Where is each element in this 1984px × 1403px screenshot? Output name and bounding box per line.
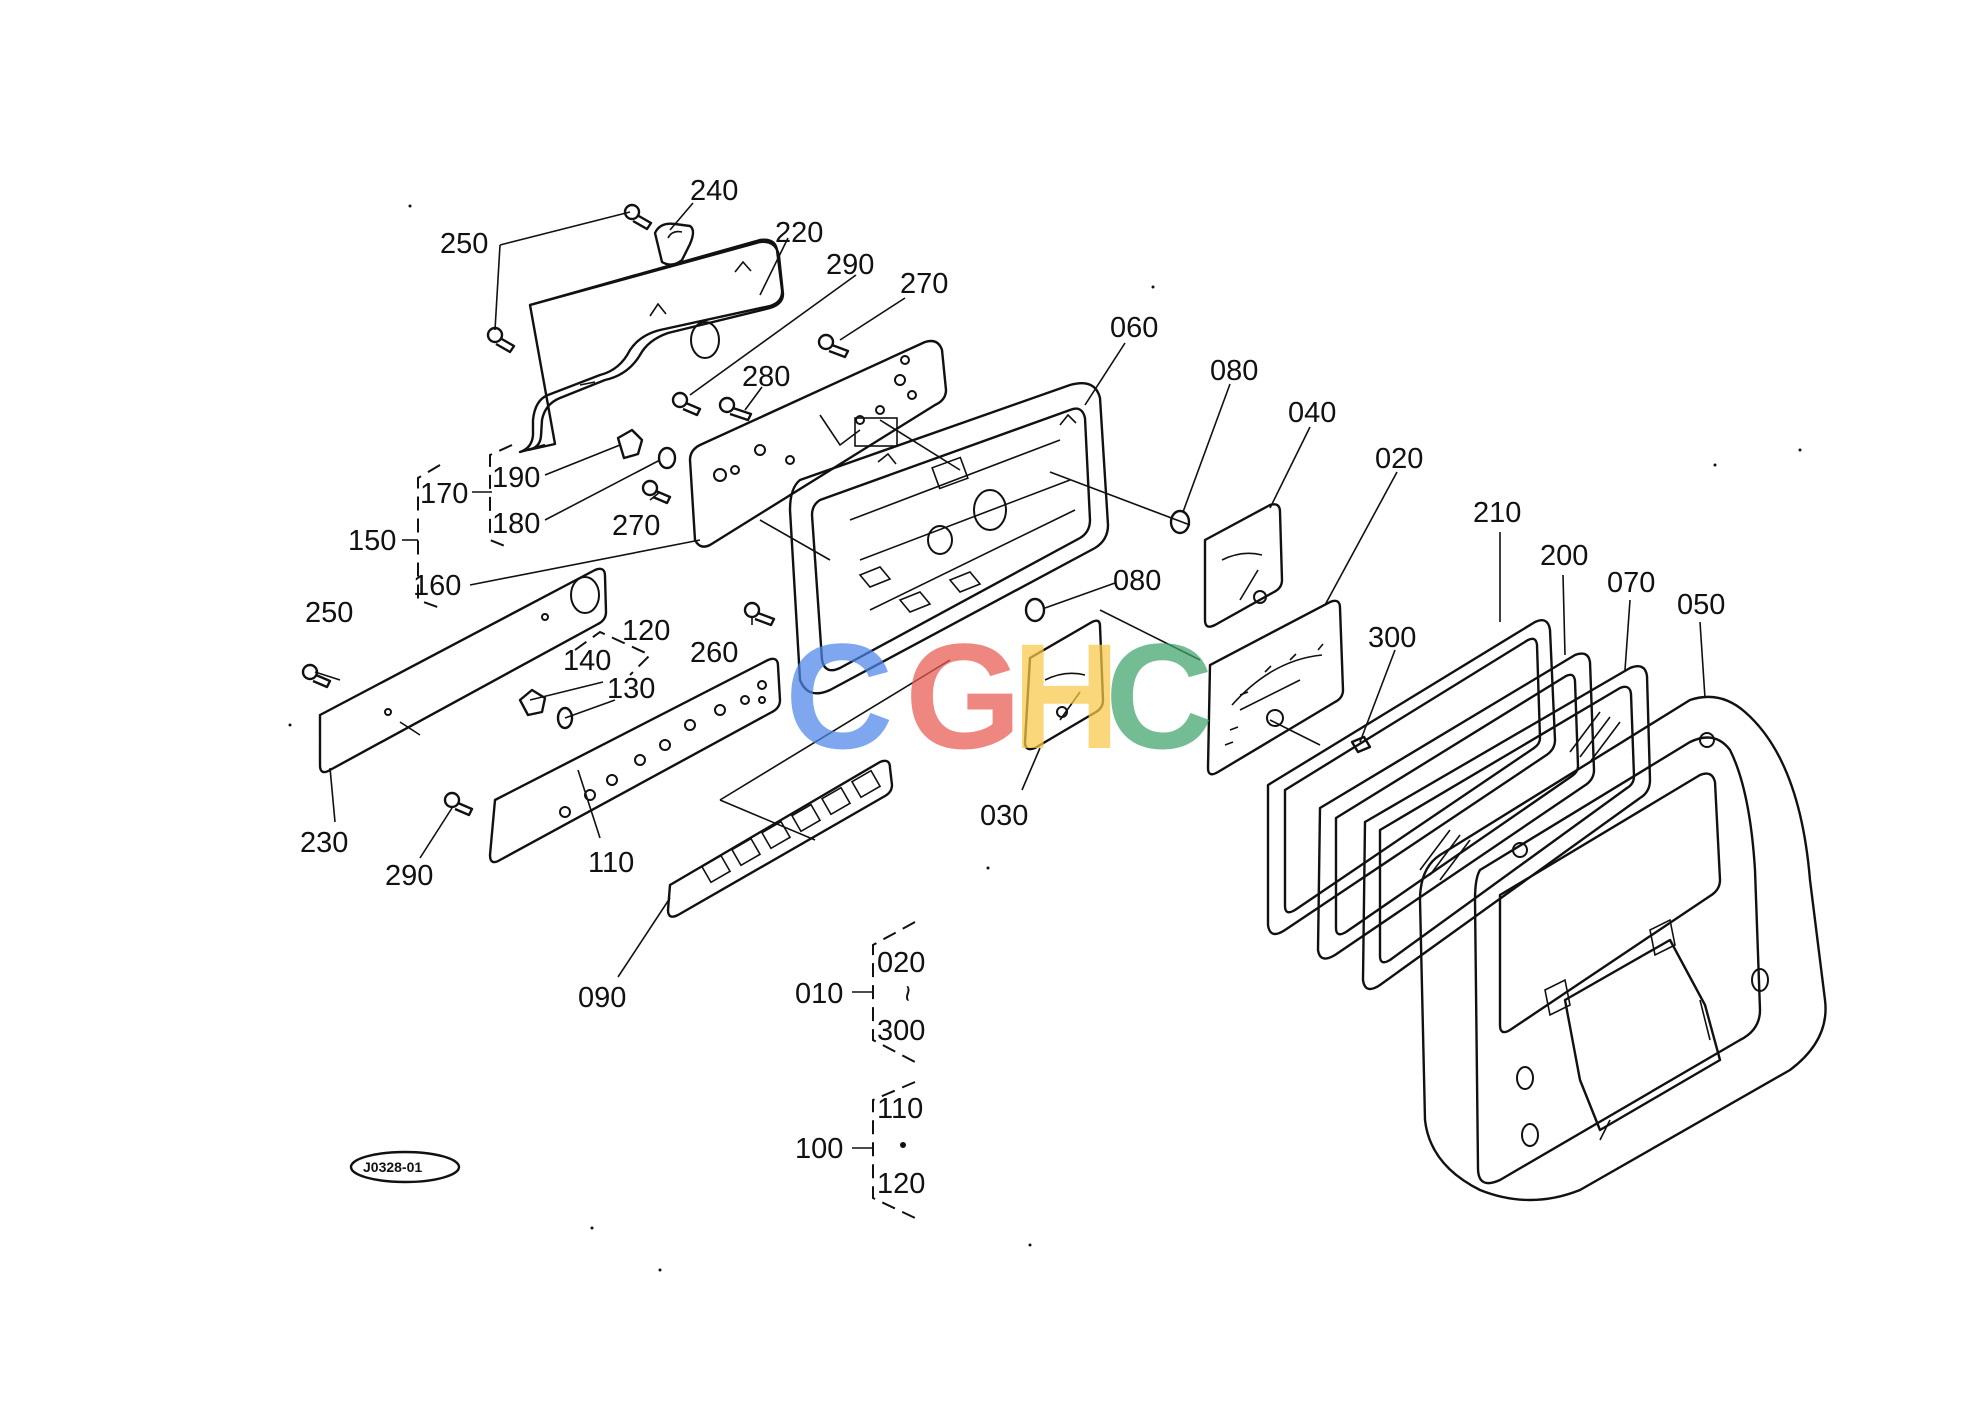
- group-100-dot: [900, 1142, 906, 1148]
- part-screws-upper: [641, 333, 850, 505]
- callout-170: 170: [420, 478, 468, 510]
- watermark-letter-3: H: [1012, 612, 1120, 780]
- watermark-letter-1: C: [785, 612, 893, 780]
- part-020-tacho-dial: [1206, 599, 1345, 776]
- callout-210: 210: [1473, 497, 1521, 529]
- callout-labels: 240 250 220 290 270 280 060 080 040 020 …: [300, 175, 1725, 1014]
- bracket-120-group: [574, 630, 652, 676]
- part-240-clip: [653, 222, 695, 266]
- scan-specks: [288, 204, 1802, 1272]
- part-screws-lower: [443, 601, 776, 817]
- group-100-to: 120: [877, 1168, 925, 1200]
- part-230-side-panel: [318, 567, 608, 774]
- part-210-frame: [1266, 619, 1557, 936]
- callout-130: 130: [607, 673, 655, 705]
- watermark-logo: C G H C: [785, 612, 1213, 780]
- part-090-lamp-lens: [666, 759, 894, 918]
- part-190-socket: [616, 428, 677, 470]
- part-030-gauge-dial: [1023, 619, 1105, 751]
- part-050-bezel: [1418, 695, 1827, 1202]
- callout-160: 160: [413, 570, 461, 602]
- callout-280: 280: [742, 361, 790, 393]
- part-080-lamps: [1024, 509, 1191, 623]
- part-040-gauge-dial: [1203, 503, 1284, 628]
- callout-020: 020: [1375, 443, 1423, 475]
- callout-070: 070: [1607, 567, 1655, 599]
- watermark-letter-2: G: [905, 612, 1022, 780]
- callout-290-lower: 290: [385, 860, 433, 892]
- callout-080-lower: 080: [1113, 565, 1161, 597]
- diagram-code: J0328-01: [363, 1159, 422, 1175]
- callout-290-top: 290: [826, 249, 874, 281]
- callout-050: 050: [1677, 589, 1725, 621]
- callout-090: 090: [578, 982, 626, 1014]
- bracket-150-group: [402, 444, 513, 609]
- diagram-code-stamp: J0328-01: [349, 1150, 461, 1184]
- callout-260: 260: [690, 637, 738, 669]
- callout-120: 120: [622, 615, 670, 647]
- part-060-meter-case: [788, 381, 1110, 695]
- callout-180: 180: [492, 508, 540, 540]
- group-010-from: 020: [877, 947, 925, 979]
- callout-300: 300: [1368, 622, 1416, 654]
- part-140-socket: [518, 688, 574, 730]
- group-010-tilde: ~: [891, 985, 923, 1002]
- part-220-top-plate: [518, 238, 785, 454]
- callout-230: 230: [300, 827, 348, 859]
- group-010-parent: 010: [795, 978, 843, 1010]
- group-100-from: 110: [877, 1093, 923, 1125]
- callout-250-lower: 250: [305, 597, 353, 629]
- callout-110: 110: [588, 847, 634, 879]
- callout-040: 040: [1288, 397, 1336, 429]
- callout-030: 030: [980, 800, 1028, 832]
- callout-190: 190: [492, 462, 540, 494]
- group-010: 010 020 ~ 300: [795, 921, 925, 1063]
- group-010-to: 300: [877, 1015, 925, 1047]
- callout-080-upper: 080: [1210, 355, 1258, 387]
- callout-150: 150: [348, 525, 396, 557]
- callout-220: 220: [775, 217, 823, 249]
- leader-lines: [314, 202, 1706, 978]
- callout-140: 140: [563, 645, 611, 677]
- part-070-lens: [1361, 665, 1652, 991]
- watermark-letter-4: C: [1105, 612, 1213, 780]
- group-100-parent: 100: [795, 1133, 843, 1165]
- callout-240: 240: [690, 175, 738, 207]
- callout-270-top: 270: [900, 268, 948, 300]
- callout-270-mid: 270: [612, 510, 660, 542]
- callout-060: 060: [1110, 312, 1158, 344]
- part-160-circuit-board: [688, 339, 948, 548]
- part-110-circuit-board: [488, 657, 782, 864]
- part-300-retainer: [1350, 735, 1372, 754]
- callout-200: 200: [1540, 540, 1588, 572]
- group-100: 100 110 120: [795, 1081, 925, 1219]
- callout-250-top: 250: [440, 228, 488, 260]
